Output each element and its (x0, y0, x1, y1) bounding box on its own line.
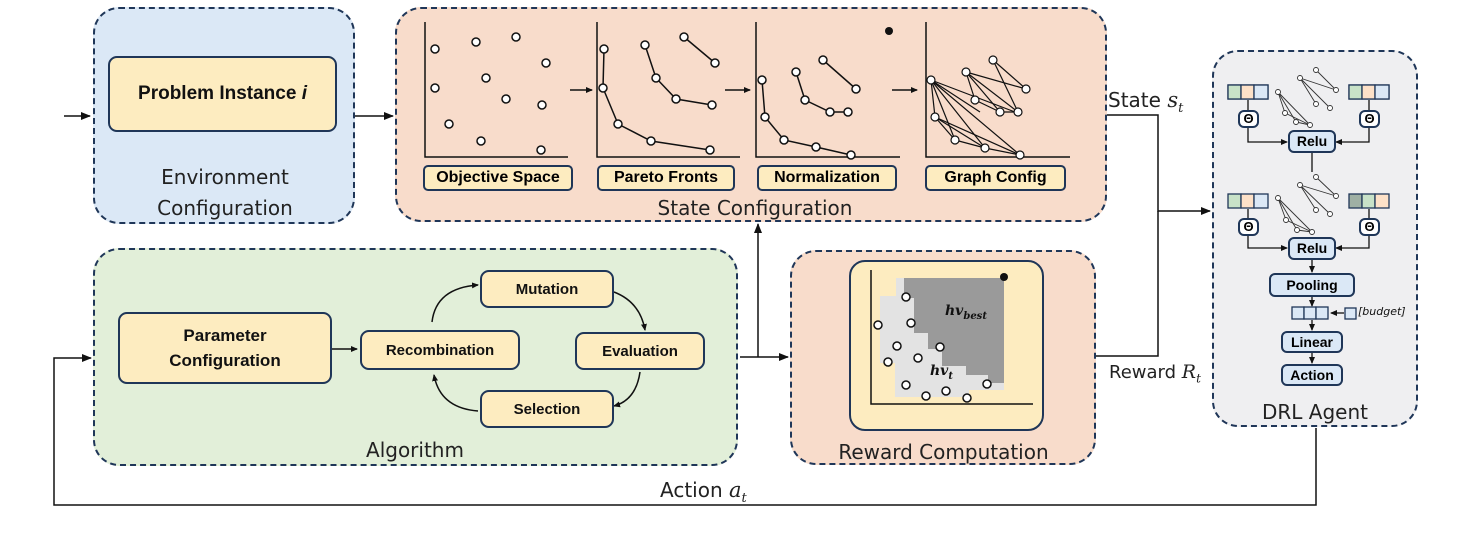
hv-t-main: hv (930, 363, 949, 379)
action-feedback-text: Action (660, 478, 723, 502)
hypervolume-plot (870, 270, 1033, 405)
action-feedback-sub: t (741, 491, 747, 506)
reward-to-agent-line (1096, 211, 1159, 357)
recombination-box: Recombination (360, 330, 520, 370)
state-arrow-text: State (1108, 88, 1161, 112)
reward-arrow-sub: t (1196, 371, 1201, 386)
reward-arrow-var: R (1181, 361, 1197, 383)
budget-label: [budget] (1358, 305, 1406, 318)
parameter-line2: Configuration (169, 351, 281, 370)
selection-box: Selection (480, 390, 614, 428)
reward-arrow-label: Reward Rt (1109, 361, 1219, 386)
action-feedback-arrow (53, 354, 1317, 506)
hv-best-label: hvbest (945, 303, 1005, 322)
action-feedback-var: a (729, 478, 742, 502)
linear-box: Linear (1281, 331, 1343, 353)
action-feedback-label: Action at (660, 478, 810, 506)
pareto-fronts-plot (596, 22, 740, 158)
theta-op-1: Θ (1238, 110, 1259, 128)
problem-instance-label: Problem Instance (138, 83, 297, 104)
environment-caption-line1: Environment (161, 165, 289, 189)
graph-config-plot (925, 22, 1070, 160)
state-caption: State Configuration (657, 196, 853, 220)
relu-box-1: Relu (1288, 130, 1336, 153)
reference-point (885, 27, 893, 35)
evaluation-box: Evaluation (575, 332, 705, 370)
tag-normalization: Normalization (757, 165, 897, 191)
tag-objective-space: Objective Space (423, 165, 573, 191)
normalization-plot (755, 22, 900, 160)
state-arrow-sub: t (1178, 101, 1184, 116)
theta-op-4: Θ (1359, 218, 1380, 236)
action-box: Action (1281, 364, 1343, 386)
hv-t-label: hvt (930, 363, 970, 382)
tag-pareto-fronts: Pareto Fronts (597, 165, 735, 191)
theta-op-2: Θ (1359, 110, 1380, 128)
parameter-line1: Parameter (183, 326, 267, 345)
agent-network (1227, 67, 1390, 364)
state-to-agent-arrow (1107, 114, 1211, 215)
reward-arrow-text: Reward (1109, 362, 1177, 383)
problem-instance-var: i (301, 83, 307, 104)
problem-instance-box: Problem Instance i (108, 56, 337, 132)
reward-caption: Reward Computation (838, 440, 1049, 464)
parameter-configuration-box: Parameter Configuration (118, 312, 332, 384)
environment-caption: Environment Configuration (110, 162, 340, 224)
hv-t-sub: t (948, 370, 953, 382)
hv-best-main: hv (945, 303, 964, 319)
tag-graph-config: Graph Config (925, 165, 1066, 191)
state-arrow-label: State st (1108, 88, 1208, 116)
pooling-box: Pooling (1269, 273, 1355, 297)
state-arrow-var: s (1167, 88, 1179, 112)
environment-caption-line2: Configuration (157, 196, 293, 220)
mutation-box: Mutation (480, 270, 614, 308)
theta-op-3: Θ (1238, 218, 1259, 236)
objective-space-plot (424, 22, 568, 158)
algorithm-caption: Algorithm (366, 438, 464, 462)
agent-caption: DRL Agent (1262, 400, 1368, 424)
relu-box-2: Relu (1288, 237, 1336, 260)
hv-best-sub: best (963, 310, 987, 322)
